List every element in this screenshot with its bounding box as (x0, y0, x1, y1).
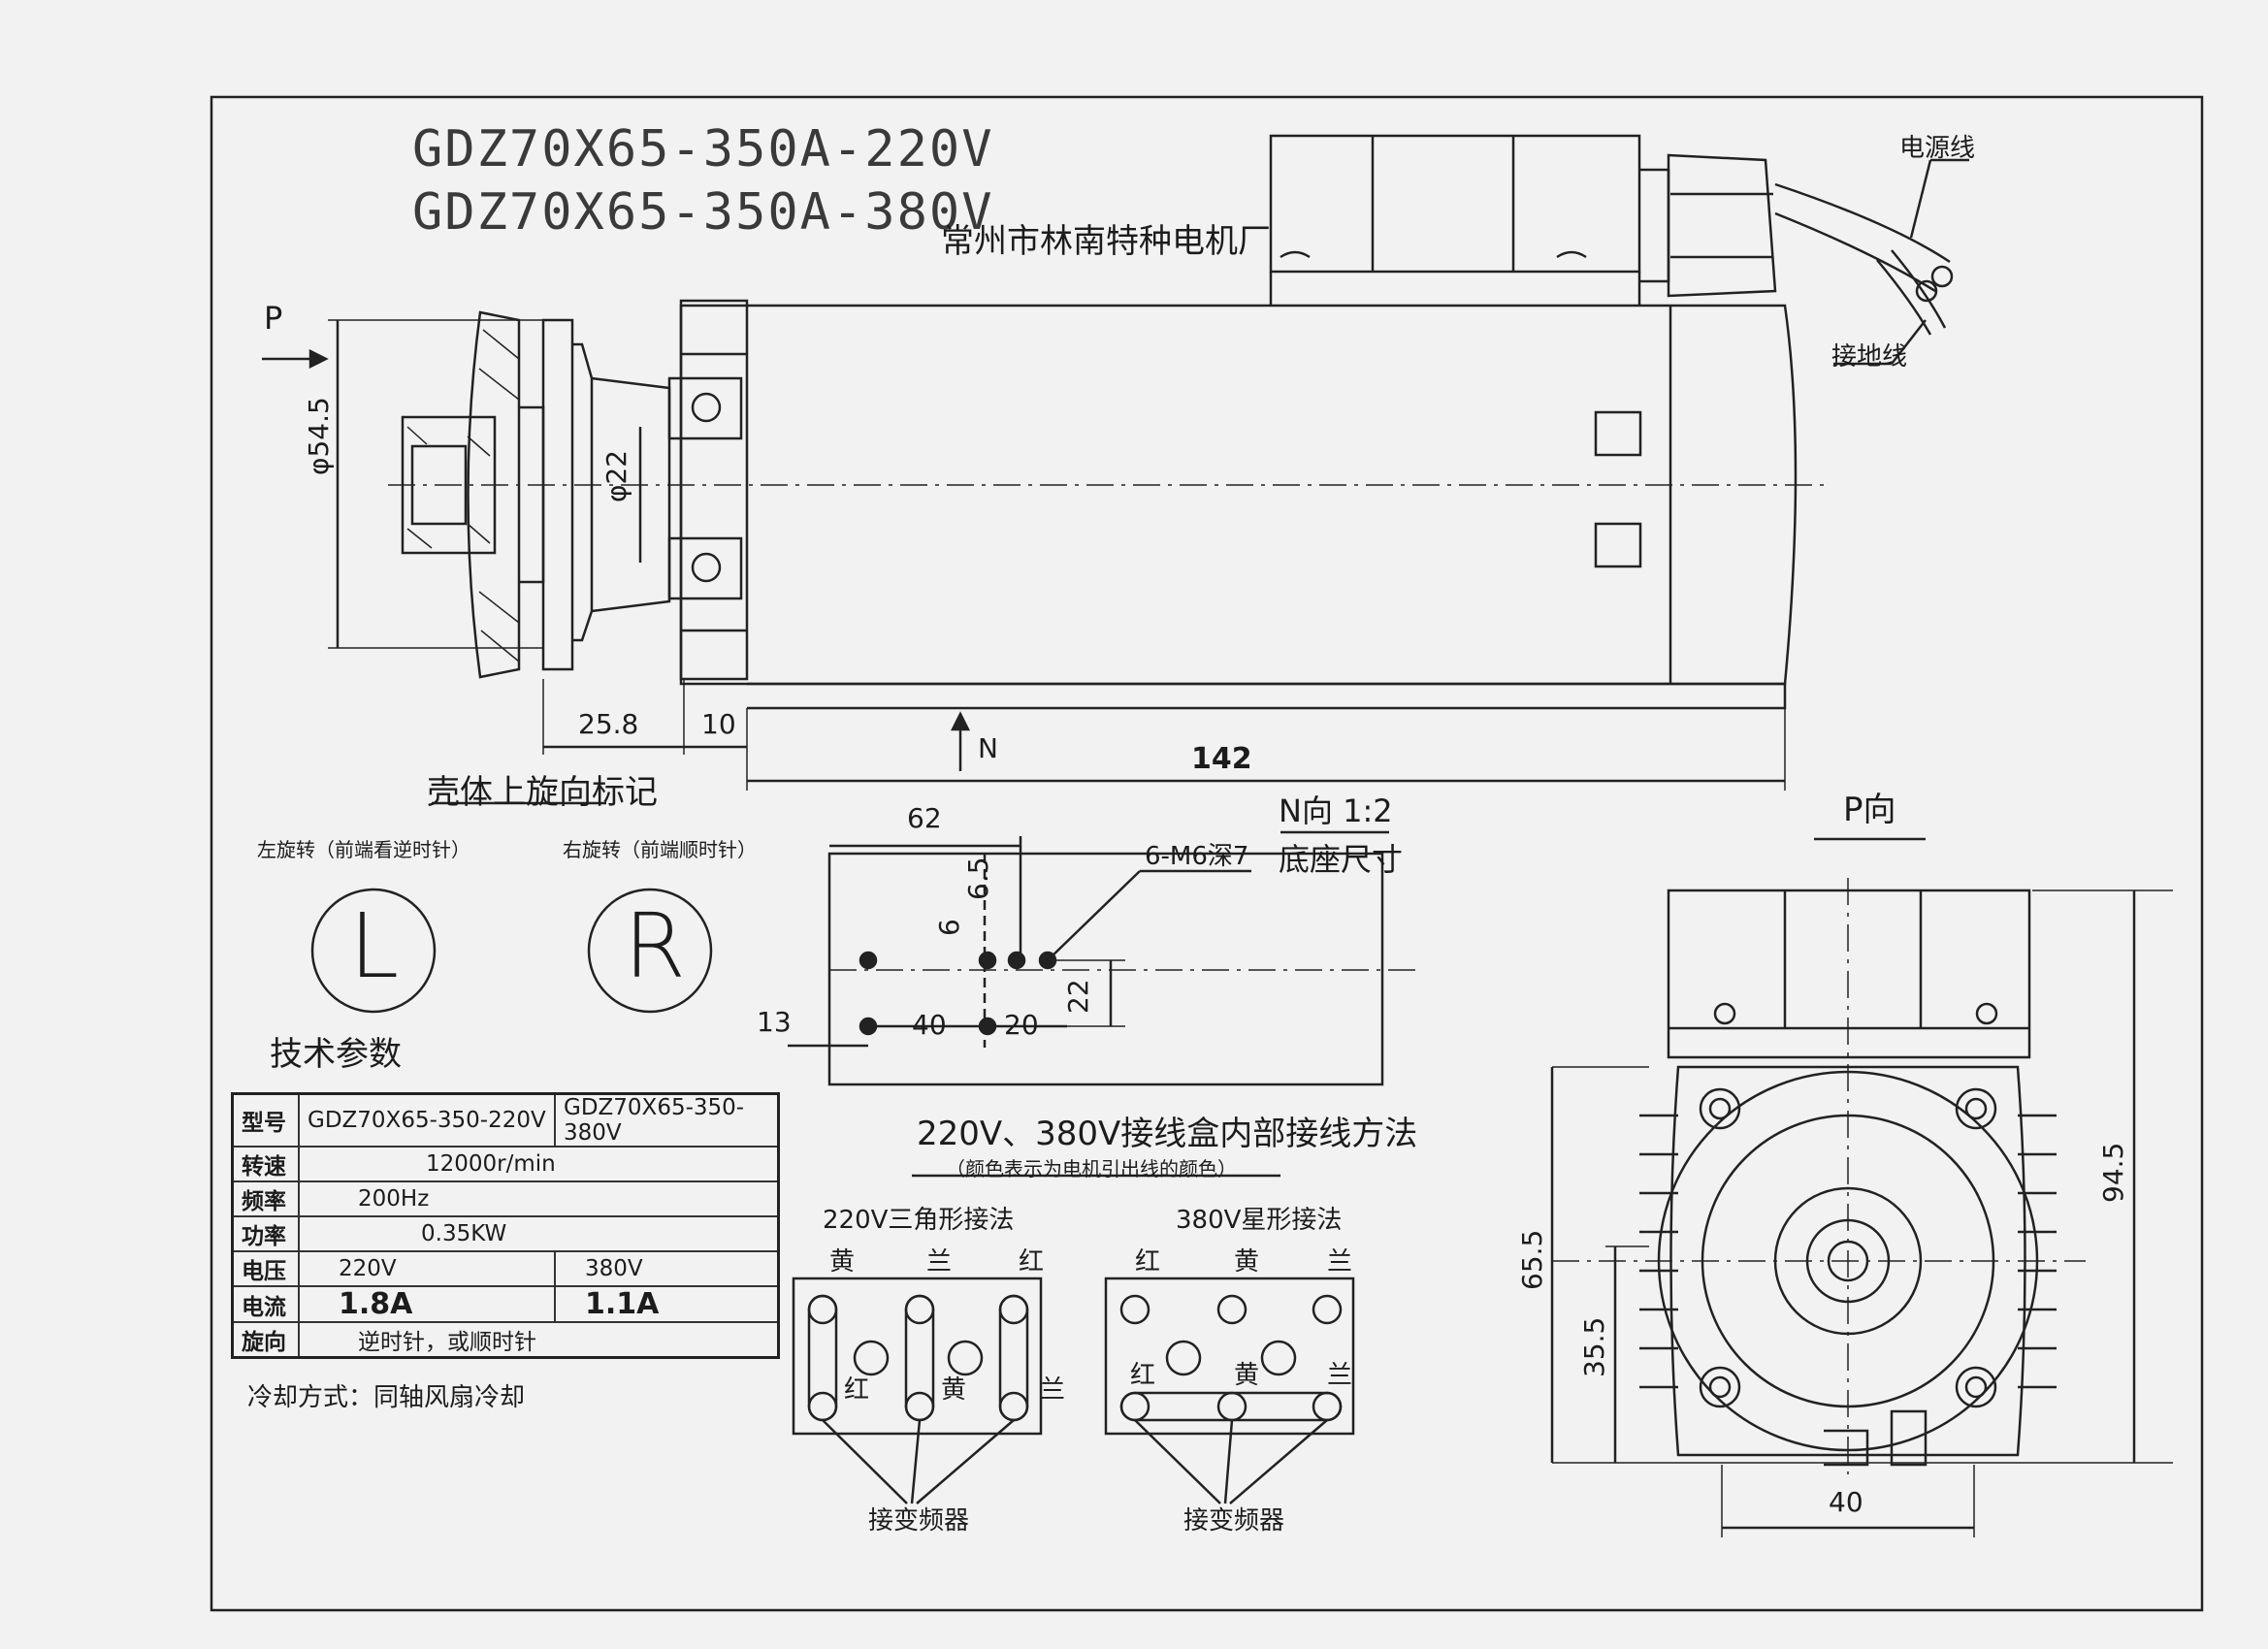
rotation-title: 壳体上旋向标记 (427, 773, 658, 812)
right-rotation-mark (587, 888, 713, 1014)
param-value: 0.35KW (298, 1215, 780, 1252)
param-key: 频率 (231, 1180, 300, 1217)
table-row: 旋向 逆时针，或顺时针 (231, 1321, 780, 1359)
delta-top-0: 黄 (829, 1247, 856, 1277)
delta-inverter-label: 接变频器 (868, 1506, 970, 1536)
table-row: 电流 1.8A 1.1A (231, 1285, 780, 1323)
star-terminal-block (1104, 1277, 1355, 1436)
end-view-box (1667, 889, 2031, 1059)
ground-wire-label: 接地线 (1831, 342, 1908, 372)
cooling-fins (1639, 1114, 2057, 1389)
spindle-nose (541, 318, 574, 671)
star-bottom-0: 红 (1130, 1361, 1156, 1390)
param-key: 转速 (231, 1146, 300, 1182)
dim-base-62: 62 (907, 802, 942, 834)
table-row: 型号 GDZ70X65-350-220V GDZ70X65-350-380V (231, 1092, 780, 1148)
star-bottom-2: 兰 (1327, 1361, 1353, 1390)
delta-bottom-1: 黄 (941, 1375, 967, 1405)
end-view-housing (1669, 1065, 2026, 1457)
model-title-220: GDZ70X65-350A-220V (412, 120, 994, 178)
table-row: 电压 220V 380V (231, 1250, 780, 1287)
dim-p-40: 40 (1829, 1486, 1863, 1518)
dim-p-35-5: 35.5 (1578, 1316, 1610, 1377)
dim-p-94-5: 94.5 (2097, 1142, 2129, 1203)
dim-base-20: 20 (1004, 1009, 1039, 1041)
dim-length-25: 25.8 (578, 708, 639, 740)
delta-studs (807, 1294, 1029, 1422)
collet (401, 415, 497, 555)
dim-diameter-22: φ22 (600, 449, 632, 502)
table-row: 功率 0.35KW (231, 1215, 780, 1252)
tech-params-title: 技术参数 (270, 1035, 402, 1074)
p-view-title: P向 (1843, 791, 1896, 829)
dim-base-13: 13 (757, 1006, 792, 1038)
param-key: 电流 (231, 1285, 300, 1323)
param-value: 1.1A (554, 1285, 780, 1323)
dim-base-40: 40 (912, 1009, 947, 1041)
dim-p-65-5: 65.5 (1516, 1229, 1548, 1290)
tech-params-table: 型号 GDZ70X65-350-220V GDZ70X65-350-380V 转… (231, 1092, 780, 1359)
param-key: 旋向 (231, 1321, 300, 1359)
base-rail (747, 682, 1787, 710)
param-value: 1.8A (298, 1285, 556, 1323)
right-rotation-caption: 右旋转（前端顺时针） (563, 838, 757, 861)
sheet-border (210, 95, 2204, 1612)
base-view (827, 852, 1384, 1086)
power-cable-label: 电源线 (1899, 134, 1976, 163)
param-value: 200Hz (298, 1180, 780, 1217)
delta-top-2: 红 (1019, 1247, 1045, 1277)
left-rotation-letter: L (349, 894, 400, 998)
star-top-1: 黄 (1234, 1247, 1260, 1277)
cable-gland (1639, 168, 1670, 283)
delta-bottom-0: 红 (844, 1375, 870, 1405)
model-title-380: GDZ70X65-350A-380V (412, 183, 994, 242)
cooling-method: 冷却方式：同轴风扇冷却 (247, 1383, 526, 1412)
view-n-marker: N (978, 732, 998, 764)
param-value: 380V (554, 1250, 780, 1287)
n-view-title: N向 1:2 (1279, 792, 1393, 829)
star-bottom-1: 黄 (1234, 1361, 1260, 1390)
star-top-0: 红 (1135, 1247, 1161, 1277)
dim-length-142: 142 (1191, 742, 1252, 776)
manufacturer-name: 常州市林南特种电机厂 (941, 222, 1271, 261)
table-row: 频率 200Hz (231, 1180, 780, 1217)
dim-base-6-5: 6.5 (962, 857, 994, 900)
wiring-title: 220V、380V接线盒内部接线方法 (917, 1115, 1418, 1153)
dim-base-6: 6 (933, 919, 965, 936)
left-rotation-caption: 左旋转（前端看逆时针） (257, 838, 470, 861)
param-value: GDZ70X65-350-220V (298, 1092, 556, 1148)
star-studs (1119, 1294, 1343, 1422)
left-rotation-mark (310, 888, 437, 1014)
dim-length-10: 10 (701, 708, 736, 740)
bolt-spec: 6-M6深7 (1145, 842, 1249, 871)
param-value: 220V (298, 1250, 556, 1287)
dim-diameter-54: φ54.5 (303, 397, 335, 475)
table-row: 转速 12000r/min (231, 1146, 780, 1182)
right-rotation-letter: R (624, 894, 686, 998)
star-title: 380V星形接法 (1176, 1206, 1343, 1235)
star-top-2: 兰 (1327, 1247, 1353, 1277)
param-key: 型号 (231, 1092, 300, 1148)
param-key: 功率 (231, 1215, 300, 1252)
view-p-marker: P (264, 300, 283, 337)
delta-top-1: 兰 (926, 1247, 953, 1277)
dim-base-22: 22 (1062, 979, 1094, 1014)
ground-cable (1876, 249, 1947, 336)
wiring-note: （颜色表示为电机引出线的颜色） (946, 1157, 1237, 1180)
param-key: 电压 (231, 1250, 300, 1287)
star-inverter-label: 接变频器 (1183, 1506, 1285, 1536)
param-value: GDZ70X65-350-380V (554, 1092, 780, 1148)
n-view-subtitle: 底座尺寸 (1279, 841, 1404, 878)
delta-title: 220V三角形接法 (823, 1206, 1015, 1235)
motor-body (679, 304, 1798, 686)
power-cable (1774, 182, 1951, 293)
param-value: 12000r/min (298, 1146, 780, 1182)
junction-box (1269, 134, 1641, 274)
spindle-nut (467, 310, 521, 679)
param-value: 逆时针，或顺时针 (298, 1321, 780, 1359)
front-flange (679, 299, 749, 681)
delta-bottom-2: 兰 (1040, 1375, 1066, 1405)
